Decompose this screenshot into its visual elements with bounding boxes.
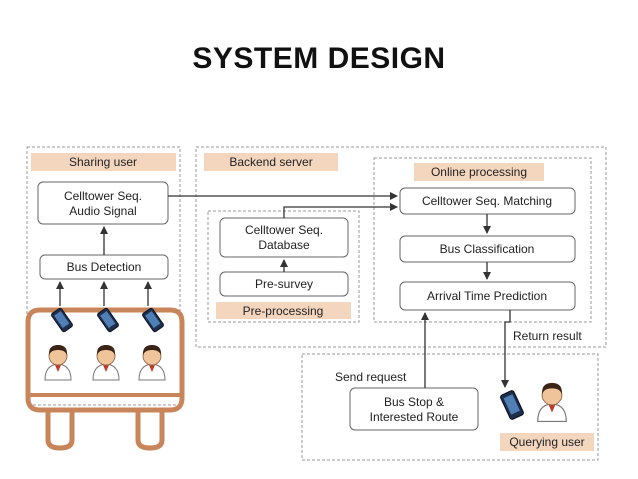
bus-stop-route-line2: Interested Route — [370, 410, 459, 424]
person-icon — [138, 344, 166, 381]
online-processing-label-bg — [414, 163, 544, 181]
celltower-matching-label: Celltower Seq. Matching — [422, 194, 552, 208]
celltower-database-node: Celltower Seq. Database — [219, 217, 349, 258]
celltower-database-line1: Celltower Seq. — [245, 223, 323, 237]
phone-icon — [499, 389, 525, 421]
bus-detection-label: Bus Detection — [67, 260, 142, 274]
person-icon — [92, 344, 120, 381]
online-processing-section: Online processing — [373, 157, 592, 323]
pre-processing-label: Pre-processing — [243, 304, 324, 318]
backend-server-label-bg — [204, 153, 338, 171]
return-result-label: Return result — [513, 329, 582, 343]
pre-survey-label: Pre-survey — [255, 277, 313, 291]
online-processing-label: Online processing — [431, 165, 527, 179]
querying-user-section: Querying user — [301, 353, 599, 461]
querying-user-label: Querying user — [509, 435, 584, 449]
celltower-matching-node: Celltower Seq. Matching — [399, 187, 576, 215]
bus-stop-route-node: Bus Stop & Interested Route — [349, 387, 479, 431]
sharing-user-section: Sharing user — [26, 146, 181, 406]
celltower-audio-line1: Celltower Seq. — [64, 189, 142, 203]
bus-classification-label: Bus Classification — [440, 242, 535, 256]
sharing-user-label: Sharing user — [69, 155, 137, 169]
celltower-database-line2: Database — [258, 238, 310, 252]
sharing-user-label-bg — [31, 153, 176, 171]
bus-stop-route-line1: Bus Stop & — [384, 395, 444, 409]
arrival-time-prediction-node: Arrival Time Prediction — [399, 281, 576, 311]
arrow-return-result — [501, 310, 511, 388]
bus-detection-node: Bus Detection — [39, 254, 169, 280]
arrival-time-prediction-label: Arrival Time Prediction — [427, 289, 547, 303]
pre-processing-section: Pre-processing — [207, 210, 360, 323]
celltower-audio-node: Celltower Seq. Audio Signal — [37, 181, 169, 225]
querying-user-label-bg — [500, 433, 594, 451]
backend-server-label: Backend server — [229, 155, 312, 169]
bus-classification-node: Bus Classification — [399, 235, 576, 263]
celltower-audio-line2: Audio Signal — [69, 204, 136, 218]
send-request-label: Send request — [335, 370, 407, 384]
page-title: SYSTEM DESIGN — [192, 42, 446, 75]
backend-server-section: Backend server — [195, 146, 607, 348]
pre-survey-node: Pre-survey — [219, 271, 349, 297]
person-icon — [537, 382, 567, 422]
person-icon — [44, 344, 72, 381]
arrow-database-to-matching — [283, 203, 398, 218]
pre-processing-label-bg — [216, 302, 351, 319]
bus-icon — [25, 307, 185, 451]
